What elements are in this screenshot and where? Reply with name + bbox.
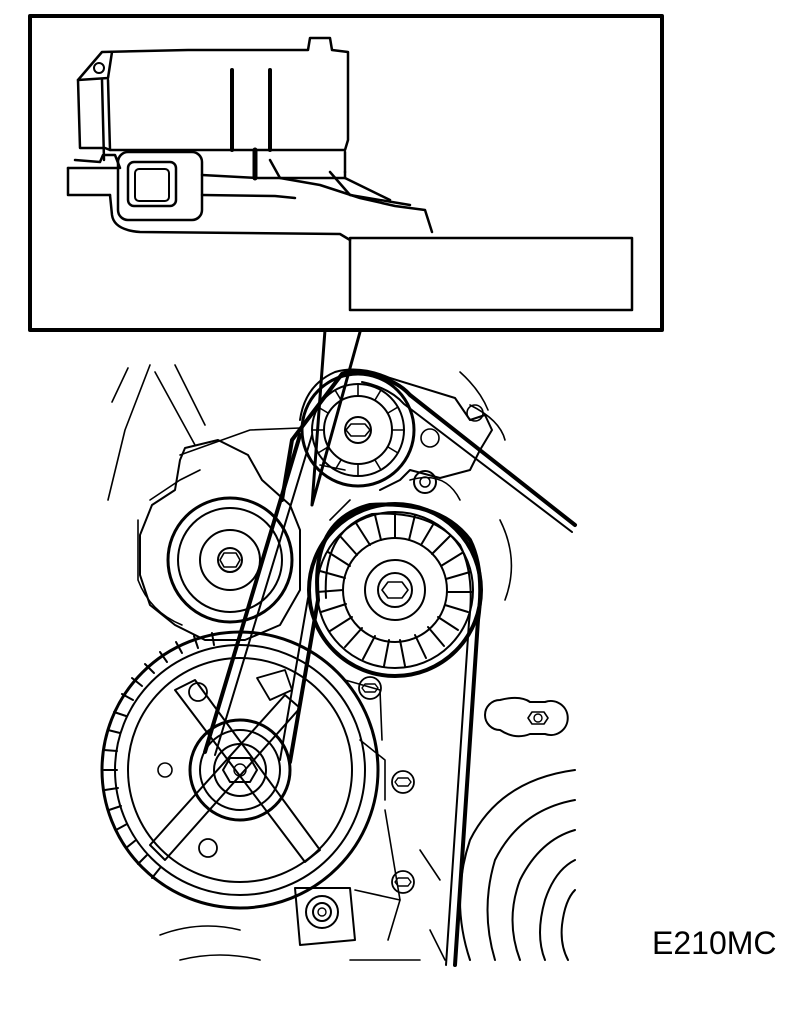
callout-pointer: [310, 328, 362, 507]
water-pump-pulley: [307, 502, 483, 678]
figure-code-label: E210MC: [652, 925, 777, 961]
tensioner-pulley: [299, 368, 493, 494]
drive-belt: [203, 369, 577, 967]
tensioner-detail-icon: [66, 36, 634, 312]
callout: [28, 14, 664, 507]
engine-front-view: [100, 364, 577, 967]
engine-casting-lines: [107, 364, 513, 961]
crankshaft-damper: [459, 769, 576, 961]
idler-pulley: [139, 439, 301, 641]
alternator: [100, 630, 380, 910]
bolt-plate-right: [484, 696, 569, 738]
lower-bracket: [294, 887, 356, 946]
engine-bolts: [358, 676, 415, 894]
